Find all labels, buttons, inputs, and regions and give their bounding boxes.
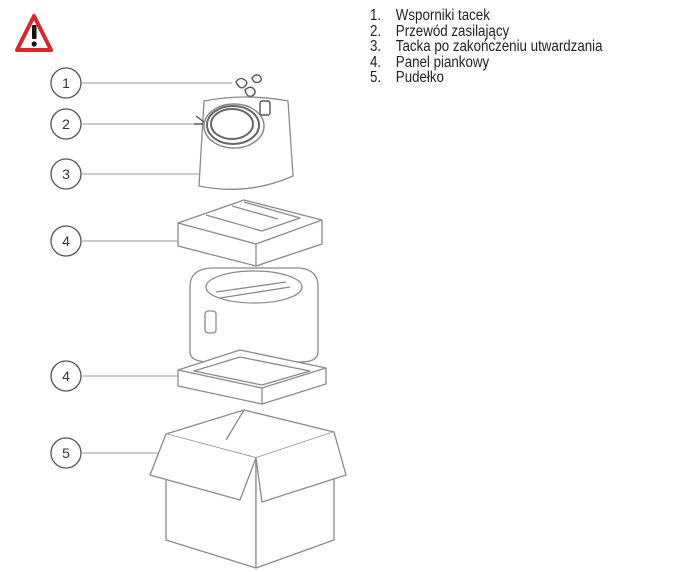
callout-number: 1 <box>62 75 70 91</box>
warning-triangle-icon <box>15 14 53 52</box>
foam-panel-bottom-illustration <box>177 349 327 405</box>
legend-item: 4. Panel piankowy <box>370 53 603 71</box>
parts-legend: 1. Wsporniki tacek 2. Przewód zasilający… <box>370 8 603 86</box>
callout-4-top: 4 <box>50 225 82 257</box>
legend-number: 1. <box>370 7 382 24</box>
callout-number: 5 <box>62 445 70 461</box>
callout-number: 4 <box>62 233 70 249</box>
callout-2: 2 <box>50 108 82 140</box>
tray-supports-illustration <box>235 74 262 98</box>
legend-number: 5. <box>370 69 382 86</box>
legend-item: 5. Pudełko <box>370 70 603 86</box>
legend-number: 4. <box>370 53 382 71</box>
foam-panel-top-illustration <box>177 199 323 267</box>
legend-item: 2. Przewód zasilający <box>370 22 603 40</box>
callout-4-bottom: 4 <box>50 360 82 392</box>
legend-label: Tacka po zakończeniu utwardzania <box>395 38 603 55</box>
callout-number: 3 <box>62 166 70 182</box>
callout-1: 1 <box>50 67 82 99</box>
legend-label: Panel piankowy <box>395 53 490 71</box>
legend-number: 2. <box>370 22 382 40</box>
legend-item: 3. Tacka po zakończeniu utwardzania <box>370 39 603 55</box>
legend-label: Pudełko <box>395 69 444 86</box>
callout-5: 5 <box>50 437 82 469</box>
legend-label: Przewód zasilający <box>395 22 510 40</box>
legend-label: Wsporniki tacek <box>395 7 490 24</box>
bagged-cable-illustration <box>194 96 294 190</box>
legend-number: 3. <box>370 38 382 55</box>
box-illustration <box>149 409 347 569</box>
callout-3: 3 <box>50 158 82 190</box>
legend-item: 1. Wsporniki tacek <box>370 8 603 24</box>
callout-number: 4 <box>62 368 70 384</box>
callout-number: 2 <box>62 116 70 132</box>
curing-device-illustration <box>189 267 319 363</box>
